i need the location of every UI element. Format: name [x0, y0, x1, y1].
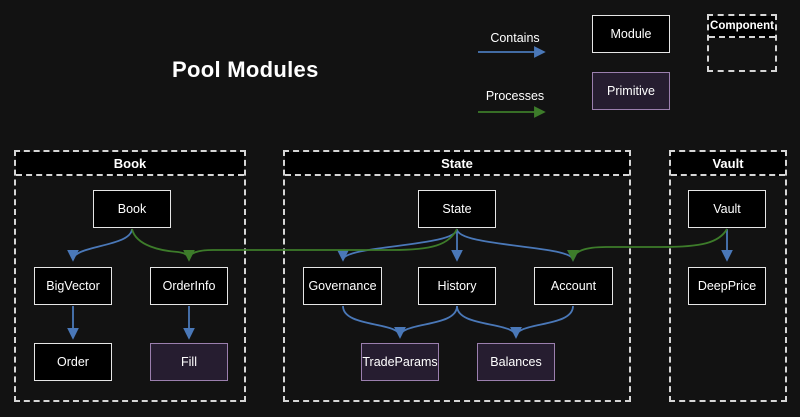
- container-book-header: Book: [16, 152, 244, 176]
- node-order-label: Order: [57, 355, 89, 369]
- node-balances-label: Balances: [490, 355, 542, 369]
- legend-component-box: Component: [707, 14, 777, 72]
- legend-module-label: Module: [610, 27, 652, 41]
- node-history-label: History: [437, 279, 477, 293]
- node-orderinfo: OrderInfo: [150, 267, 228, 305]
- node-bigvector: BigVector: [34, 267, 112, 305]
- node-deepprice: DeepPrice: [688, 267, 766, 305]
- node-tradeparams-label: TradeParams: [362, 355, 438, 369]
- container-vault: Vault: [669, 150, 787, 402]
- legend-primitive-box: Primitive: [592, 72, 670, 110]
- legend-module-box: Module: [592, 15, 670, 53]
- node-deepprice-label: DeepPrice: [697, 279, 757, 293]
- node-state: State: [418, 190, 496, 228]
- node-book: Book: [93, 190, 171, 228]
- node-vault: Vault: [688, 190, 766, 228]
- node-tradeparams: TradeParams: [361, 343, 439, 381]
- node-account: Account: [534, 267, 613, 305]
- container-book: Book: [14, 150, 246, 402]
- container-vault-header: Vault: [671, 152, 785, 176]
- node-book-label: Book: [117, 202, 147, 216]
- legend-component-label: Component: [709, 16, 775, 38]
- node-fill-label: Fill: [181, 355, 197, 369]
- node-orderinfo-label: OrderInfo: [162, 279, 216, 293]
- node-account-label: Account: [550, 279, 597, 293]
- node-order: Order: [34, 343, 112, 381]
- node-vault-label: Vault: [713, 202, 741, 216]
- container-state-header: State: [285, 152, 629, 176]
- page-title: Pool Modules: [172, 57, 319, 82]
- node-state-label: State: [442, 202, 472, 216]
- node-governance-label: Governance: [308, 279, 377, 293]
- node-fill: Fill: [150, 343, 228, 381]
- node-history: History: [418, 267, 496, 305]
- legend-processes-label: Processes: [485, 89, 545, 103]
- legend-primitive-label: Primitive: [607, 84, 655, 98]
- node-governance: Governance: [303, 267, 382, 305]
- node-balances: Balances: [477, 343, 555, 381]
- legend-contains-label: Contains: [490, 31, 540, 45]
- node-bigvector-label: BigVector: [46, 279, 100, 293]
- container-state: State: [283, 150, 631, 402]
